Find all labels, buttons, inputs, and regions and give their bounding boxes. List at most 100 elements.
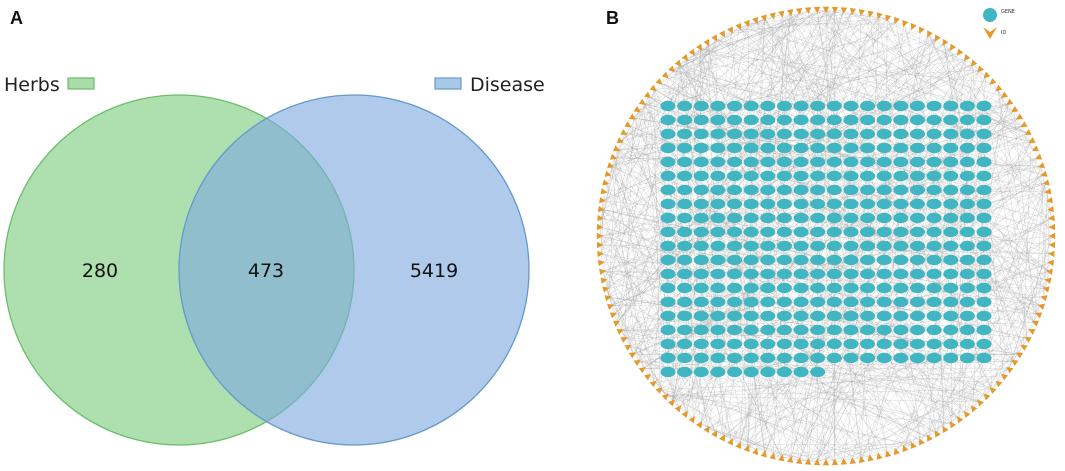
gene-node (893, 268, 909, 280)
gene-node (760, 310, 776, 322)
gene-node (810, 114, 826, 126)
gene-node (976, 156, 992, 168)
gene-node (793, 338, 809, 350)
gene-node (893, 212, 909, 224)
compound-node (1000, 373, 1008, 381)
gene-node (926, 310, 942, 322)
gene-node (693, 296, 709, 308)
compound-node (893, 447, 900, 455)
gene-node (660, 352, 676, 364)
gene-node (893, 170, 909, 182)
gene-node (677, 156, 693, 168)
gene-node (743, 128, 759, 140)
gene-node (893, 310, 909, 322)
gene-node (893, 352, 909, 364)
gene-node (810, 296, 826, 308)
gene-node (893, 114, 909, 126)
id-legend-icon (983, 27, 997, 39)
gene-node (909, 184, 925, 196)
compound-node (703, 425, 710, 434)
gene-legend-icon (983, 8, 997, 22)
compound-node (876, 452, 883, 460)
gene-node (876, 142, 892, 154)
gene-node (826, 254, 842, 266)
gene-node (843, 254, 859, 266)
gene-node (976, 212, 992, 224)
compound-node (822, 6, 830, 14)
gene-node (876, 296, 892, 308)
gene-node (959, 282, 975, 294)
gene-node (693, 100, 709, 112)
gene-node (810, 156, 826, 168)
gene-node (926, 296, 942, 308)
compound-node (1046, 268, 1053, 276)
compound-node (1035, 153, 1043, 160)
compound-node (661, 71, 669, 79)
gene-node (976, 114, 992, 126)
gene-node (743, 268, 759, 280)
compound-node (620, 129, 628, 135)
compound-node (743, 19, 750, 27)
compound-node (597, 250, 604, 258)
gene-node (693, 338, 709, 350)
gene-node (860, 114, 876, 126)
compound-node (795, 8, 803, 15)
compound-node (616, 329, 624, 335)
gene-node (893, 142, 909, 154)
legend-herbs-swatch (67, 77, 95, 90)
compound-node (681, 54, 689, 62)
panel-a-label: A (10, 8, 23, 28)
compound-node (616, 137, 624, 143)
gene-node (677, 128, 693, 140)
gene-node (660, 240, 676, 252)
gene-node (677, 268, 693, 280)
gene-node (793, 366, 809, 378)
gene-node (710, 170, 726, 182)
compound-node (628, 352, 637, 359)
gene-node (876, 240, 892, 252)
gene-node (843, 156, 859, 168)
gene-node (710, 324, 726, 336)
gene-node (660, 128, 676, 140)
gene-node (926, 254, 942, 266)
gene-node (727, 254, 743, 266)
compound-node (628, 113, 637, 120)
gene-node (710, 352, 726, 364)
gene-node (810, 268, 826, 280)
gene-node (860, 142, 876, 154)
gene-node (793, 310, 809, 322)
gene-node (810, 226, 826, 238)
gene-node (909, 156, 925, 168)
compound-node (1024, 129, 1032, 135)
gene-node (860, 296, 876, 308)
gene-node (826, 198, 842, 210)
gene-node (710, 156, 726, 168)
gene-legend-label: GENE (1001, 9, 1015, 15)
compound-node (644, 373, 652, 381)
gene-node (810, 100, 826, 112)
gene-node (876, 226, 892, 238)
gene-node (693, 310, 709, 322)
network-graph (596, 6, 1056, 466)
compound-node (688, 416, 696, 424)
compound-node (1028, 137, 1036, 143)
compound-node (858, 9, 866, 16)
gene-node (743, 366, 759, 378)
gene-node (893, 254, 909, 266)
panel-b-label: B (606, 8, 619, 28)
gene-node (826, 352, 842, 364)
legend-disease-swatch (434, 77, 462, 90)
gene-node (760, 156, 776, 168)
gene-node (810, 198, 826, 210)
gene-node (776, 310, 792, 322)
compound-node (696, 43, 703, 51)
gene-node (693, 226, 709, 238)
gene-node (909, 338, 925, 350)
gene-node (826, 156, 842, 168)
gene-node (810, 366, 826, 378)
compound-node (1000, 91, 1008, 99)
gene-node (943, 254, 959, 266)
gene-node (776, 240, 792, 252)
compound-node (1042, 179, 1050, 186)
gene-node (909, 352, 925, 364)
